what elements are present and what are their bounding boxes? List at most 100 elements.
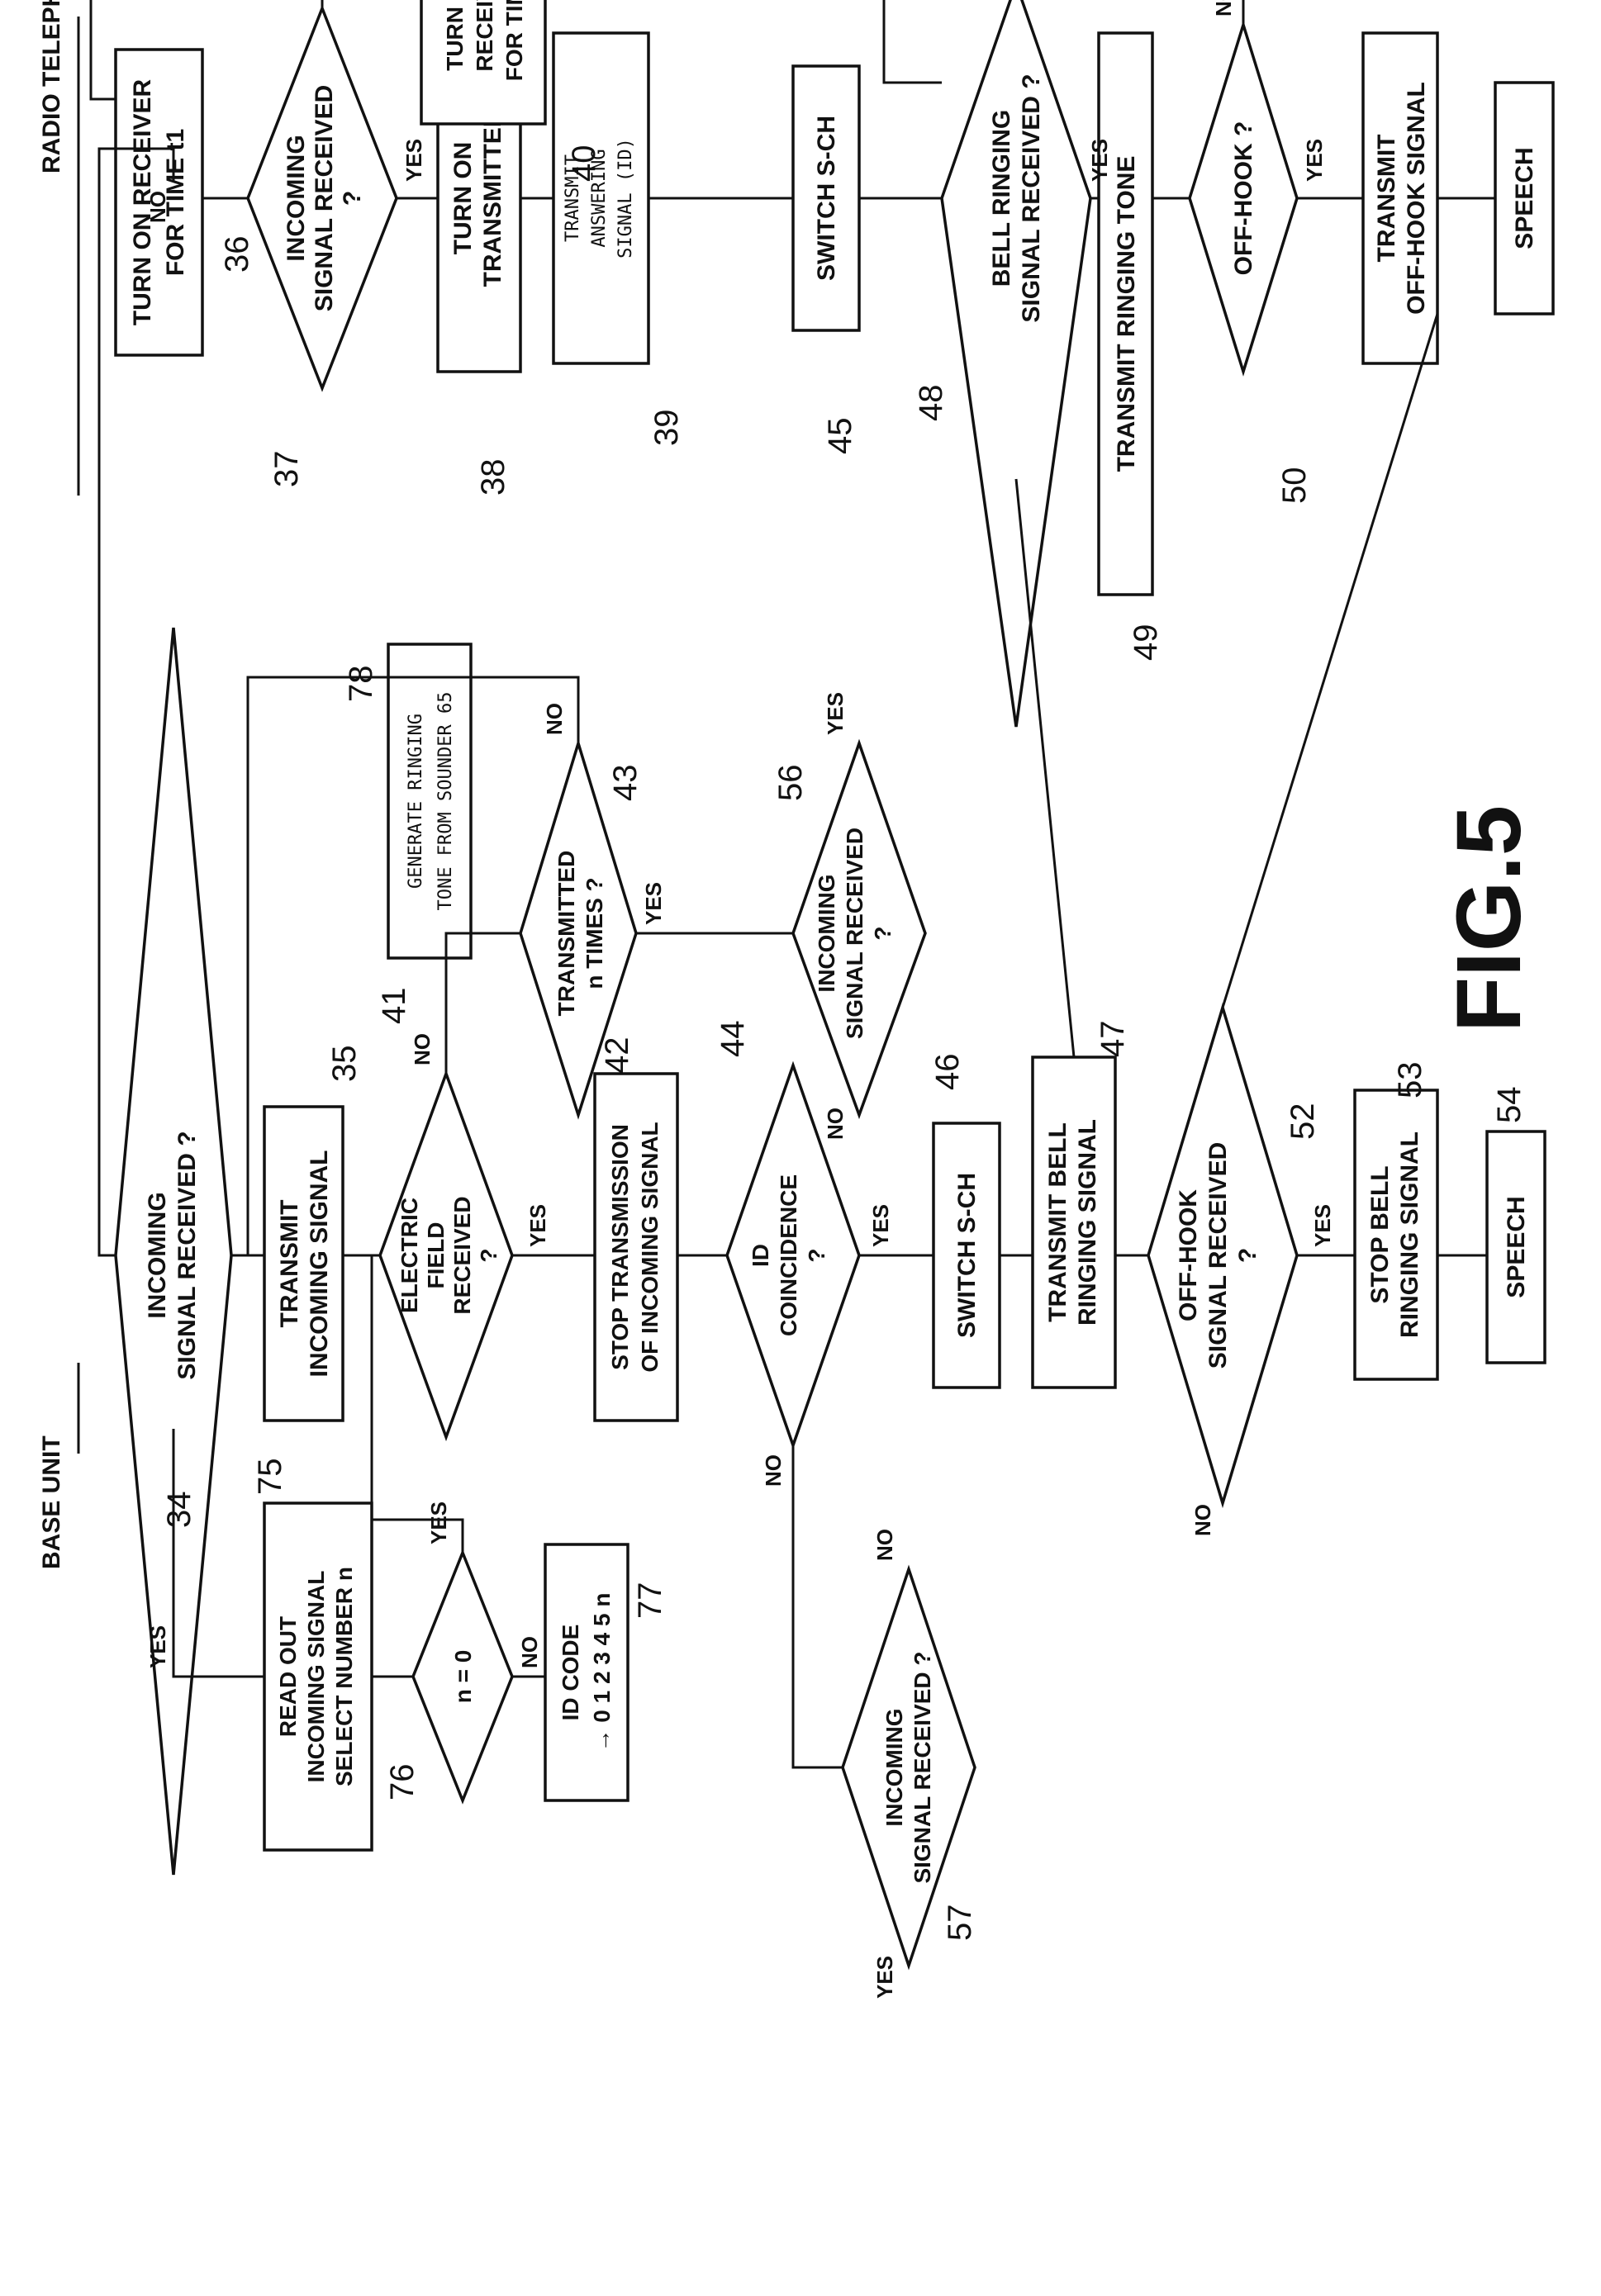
box-40-line-2: RECEIVER (472, 0, 497, 72)
box-39-line-1: TRANSMIT (563, 154, 583, 242)
conn-50-no-loop (892, 0, 1245, 25)
box-39-line-2: ANSWERING (589, 149, 610, 247)
ref-40: 40 (566, 145, 602, 183)
ref-56: 56 (772, 765, 809, 802)
box-39-line-3: SIGNAL (ID) (615, 138, 636, 259)
label-34-no: NO (145, 191, 170, 223)
box-36-line-2: FOR TIME t1 (162, 129, 189, 276)
process-box-78 (387, 643, 473, 960)
decision-41-line-4: ? (476, 1248, 501, 1262)
decision-37-line-2: SIGNAL RECEIVED (311, 85, 338, 312)
conn-34-no-loop (97, 147, 175, 1257)
radio-telephone-set-header: RADIO TELEPHONE SET (38, 0, 65, 173)
label-56-yes: YES (823, 692, 848, 735)
decision-41-line-1: ELECTRIC (397, 1198, 422, 1313)
label-76-no: NO (517, 1636, 542, 1668)
box-53-line-2: RINGING SIGNAL (1396, 1131, 1423, 1338)
ref-75: 75 (252, 1459, 288, 1496)
box-40-line-3: FOR TIME t2 (501, 0, 527, 81)
ref-41: 41 (376, 988, 412, 1025)
label-52-yes: YES (1310, 1204, 1335, 1247)
box-55-label: SPEECH (1511, 147, 1538, 249)
ref-48: 48 (913, 385, 949, 422)
ref-52: 52 (1285, 1103, 1321, 1141)
conn-48-no-loop (882, 0, 1018, 84)
conn-47-to-48 (1014, 478, 1076, 1058)
decision-37-line-3: ? (339, 191, 366, 206)
box-38-line-1: TURN ON (449, 142, 477, 255)
decision-50-label: OFF-HOOK ? (1230, 121, 1257, 276)
conn-43-no-loop (246, 676, 580, 1255)
box-42-line-1: STOP TRANSMISSION (607, 1124, 633, 1370)
label-37-yes: YES (401, 139, 426, 182)
box-38-line-2: TRANSMITTER (479, 109, 506, 287)
label-43-no: NO (542, 703, 567, 735)
box-36-line-1: TURN ON RECEIVER (129, 78, 156, 325)
process-box-42 (593, 1072, 679, 1422)
ref-44: 44 (715, 1021, 751, 1058)
label-50-yes: YES (1302, 139, 1327, 182)
decision-56 (791, 738, 927, 1120)
decision-44-line-1: ID (748, 1244, 773, 1267)
box-45-label: SWITCH S-CH (813, 116, 840, 281)
process-box-53 (1353, 1089, 1439, 1381)
conn-40-loop-36 (89, 0, 430, 101)
ref-47: 47 (1095, 1021, 1131, 1058)
box-51-line-1: TRANSMIT (1373, 135, 1400, 263)
box-75-line-2: INCOMING SIGNAL (303, 1571, 329, 1783)
label-41-no: NO (410, 1033, 435, 1065)
decision-44-line-2: COINCIDENCE (776, 1174, 801, 1336)
ref-76: 76 (384, 1764, 420, 1801)
label-57-yes: YES (872, 1956, 897, 1999)
decision-57 (841, 1564, 976, 1971)
label-52-no: NO (1190, 1504, 1215, 1536)
box-51-line-2: OFF-HOOK SIGNAL (1403, 82, 1430, 315)
ref-57: 57 (942, 1905, 978, 1942)
box-40-line-1: TURN OFF (442, 0, 468, 71)
decision-57-line-1: INCOMING (881, 1708, 907, 1826)
ref-36: 36 (219, 236, 255, 273)
process-box-54 (1485, 1130, 1546, 1364)
ref-42: 42 (599, 1037, 635, 1074)
process-box-49 (1097, 31, 1154, 596)
label-44-no: NO (761, 1454, 786, 1487)
box-35-line-2: INCOMING SIGNAL (306, 1150, 333, 1378)
decision-52-line-3: ? (1234, 1248, 1261, 1263)
decision-34-line-1: INCOMING (144, 1192, 171, 1318)
ref-39: 39 (648, 410, 685, 447)
figure-label: FIG.5 (1438, 805, 1540, 1032)
decision-43-line-2: n TIMES ? (582, 877, 607, 989)
decision-41-line-2: FIELD (423, 1222, 449, 1289)
decision-48 (940, 0, 1092, 728)
decision-56-line-2: SIGNAL RECEIVED (842, 828, 867, 1039)
decision-43-line-1: TRANSMITTED (553, 851, 579, 1017)
decision-41-line-3: RECEIVED (449, 1196, 475, 1314)
label-56-no: NO (823, 1108, 848, 1140)
ref-35: 35 (326, 1046, 363, 1083)
conn-44-no-57 (791, 1445, 843, 1769)
box-77-line-2: → 0 1 2 3 4 5 n (589, 1593, 615, 1753)
decision-56-line-3: ? (870, 926, 896, 940)
box-75-line-3: SELECT NUMBER n (331, 1567, 357, 1786)
box-54-label: SPEECH (1503, 1196, 1530, 1297)
decision-44-line-3: ? (804, 1248, 829, 1262)
process-box-35 (263, 1105, 344, 1422)
ref-53: 53 (1392, 1062, 1428, 1099)
ref-50: 50 (1276, 467, 1313, 505)
label-43-yes: YES (641, 882, 666, 925)
decision-37-line-1: INCOMING (283, 135, 310, 261)
decision-52-line-2: SIGNAL RECEIVED (1204, 1142, 1232, 1369)
box-49-label: TRANSMIT RINGING TONE (1113, 156, 1140, 472)
label-57-no: NO (872, 1529, 897, 1561)
process-box-36 (114, 48, 204, 357)
conn-76-yes-41 (370, 1255, 464, 1553)
ref-45: 45 (822, 418, 858, 455)
conn-51-to-52 (1221, 313, 1439, 1008)
label-76-yes: YES (426, 1501, 451, 1544)
ref-46: 46 (929, 1054, 966, 1091)
process-box-77 (544, 1543, 629, 1802)
decision-52-line-1: OFF-HOOK (1175, 1189, 1202, 1321)
ref-37: 37 (268, 451, 305, 488)
box-78-line-2: TONE FROM SOUNDER 65 (435, 692, 456, 911)
decision-57-line-2: SIGNAL RECEIVED ? (910, 1651, 935, 1883)
